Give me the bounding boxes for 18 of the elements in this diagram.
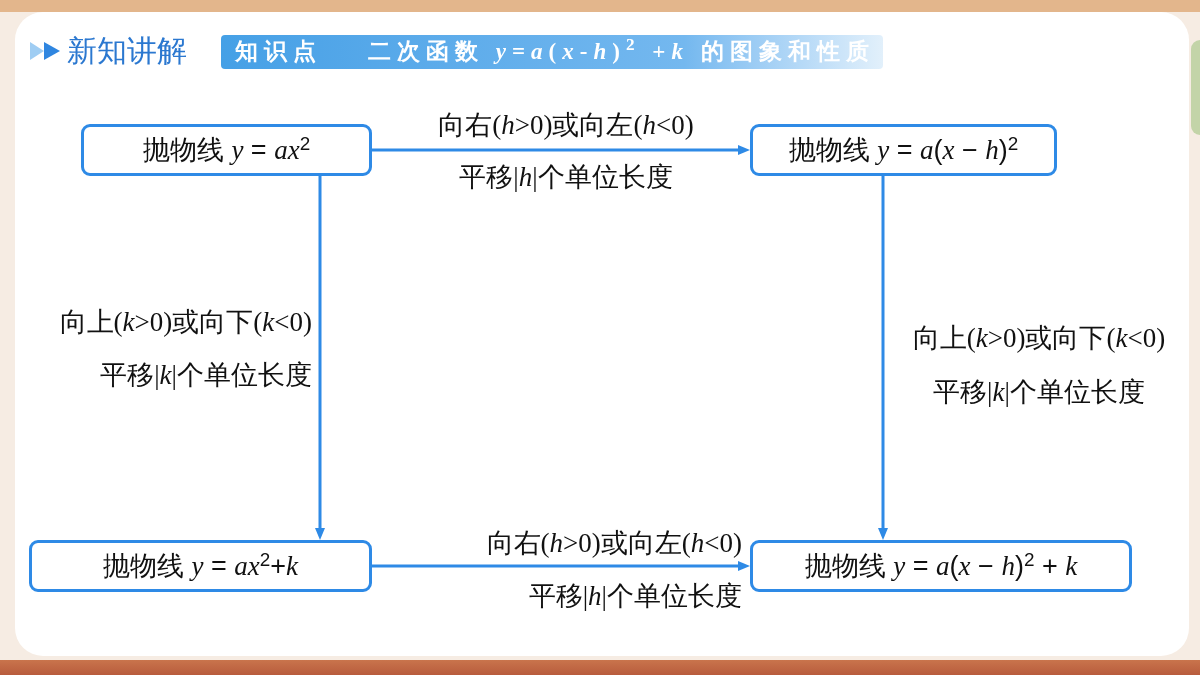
formula-box [81,124,372,176]
edge-label: 向右(h>0)或向左(h<0) 平移|h|个单位长度 [437,109,695,194]
arrow [878,176,888,540]
banner-text: 知识点 [235,38,322,66]
formula-text: 抛物线 y = ax$^{2}$ [142,133,311,167]
formula-text: 抛物线 y = a(x − h)$^{2}$ [788,133,1019,167]
edge-label: 向上(k>0)或向下(k<0) 平移|k|个单位长度 [911,322,1167,409]
formula-box [750,540,1132,592]
edge-label: 向上(k>0)或向下(k<0) 平移|k|个单位长度 [58,306,312,392]
formula-box [750,124,1057,176]
formula-box [29,540,372,592]
edge-label: 向右(h>0)或向左(h<0) 平移|h|个单位长度 [485,527,742,613]
arrow [315,176,325,540]
arrow [372,561,750,571]
formula-text: 抛物线 y = a(x − h)$^{2}$ + k [804,549,1078,583]
formula-text: 抛物线 y = ax$^{2}$+k [102,549,298,583]
section-title: 新知讲解 [67,33,187,69]
arrow [372,145,750,155]
